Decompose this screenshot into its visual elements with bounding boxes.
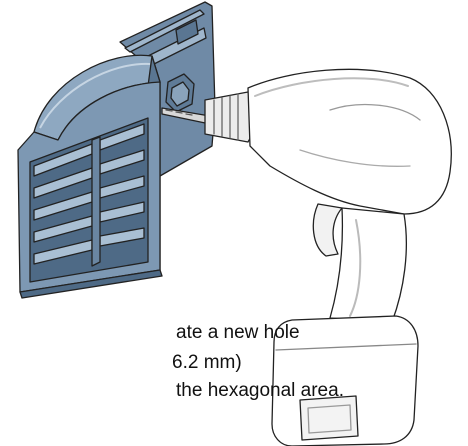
drill-body xyxy=(247,68,452,215)
vent-cover-part xyxy=(17,1,216,299)
drill-handle xyxy=(329,207,408,323)
caption-line-1: ate a new hole xyxy=(176,322,300,343)
drill-trigger xyxy=(312,203,343,257)
cordless-drill xyxy=(161,68,452,446)
caption-line-2: 6.2 mm) xyxy=(172,352,242,373)
caption-line-3: the hexagonal area. xyxy=(176,380,344,401)
grille-louvers xyxy=(33,123,145,265)
